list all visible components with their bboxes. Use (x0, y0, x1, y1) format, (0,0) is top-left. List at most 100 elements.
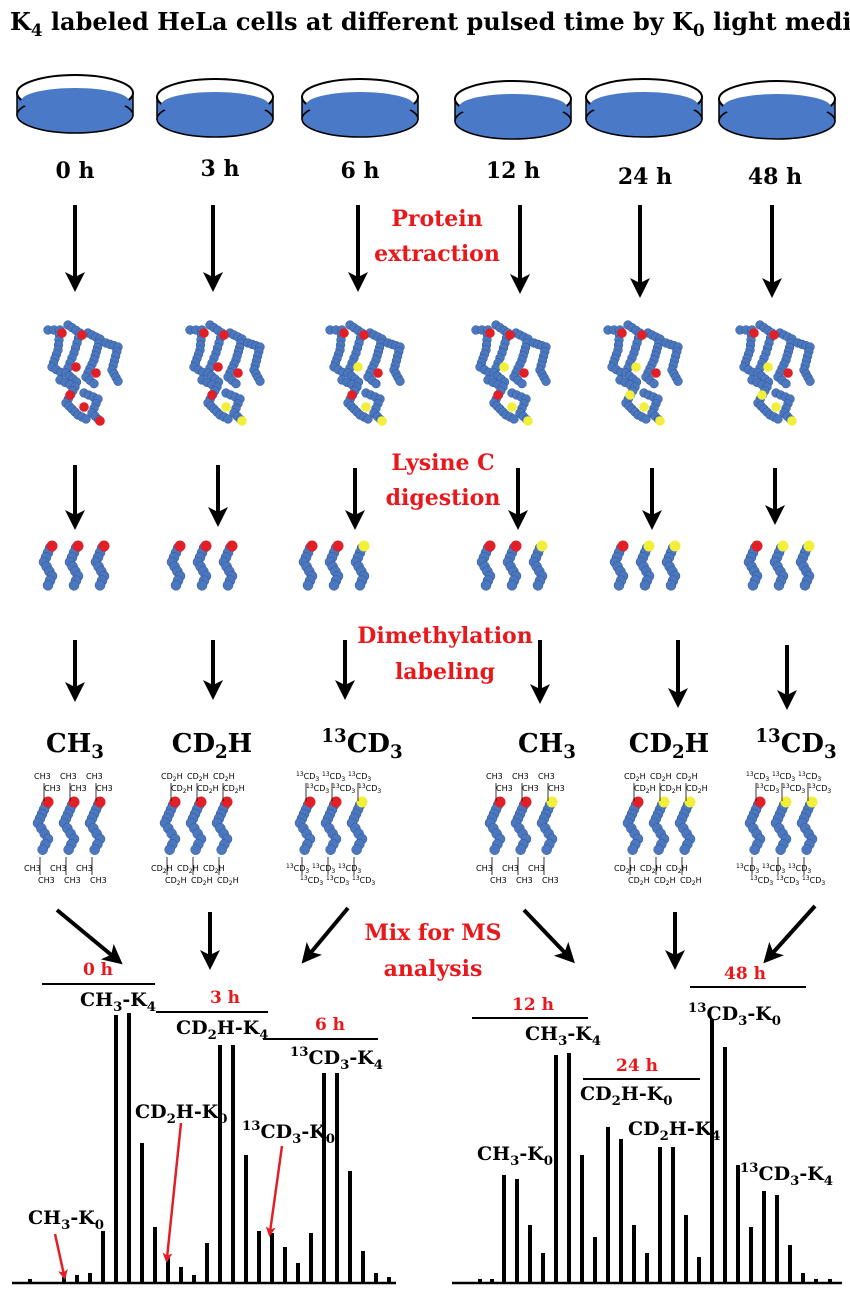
light-lysine-dot (356, 796, 368, 808)
reagent-labels: CH3 CD2H 13CD3 CH3 CD2H 13CD3 (46, 726, 837, 763)
light-lysine-dot (237, 416, 247, 426)
light-lysine-dot (361, 402, 371, 412)
dimethyl-tag: 13CD3 (798, 771, 821, 783)
ms-peak (101, 1231, 105, 1283)
ms-peak (801, 1273, 805, 1283)
heavy-lysine-dot (617, 328, 627, 338)
dimethyl-tag: CD2H (171, 784, 193, 795)
dimethyl-tag: 13CD3 (782, 783, 805, 795)
ms-peak (632, 1225, 636, 1283)
peak-label-ch3-k4: CH3-K4 (80, 989, 156, 1015)
ms-peak (762, 1191, 766, 1283)
heavy-lysine-dot (68, 796, 80, 808)
heavy-lysine-dot (373, 368, 383, 378)
reagent-label: CH3 (46, 729, 104, 763)
ms-peak (502, 1175, 506, 1283)
mix-arrows (55, 904, 817, 970)
petri-dish (585, 78, 703, 138)
ms-peak (606, 1127, 610, 1283)
time-label: 0 h (56, 158, 95, 184)
heavy-lysine-dot (347, 390, 357, 400)
dimethyl-tag: CH3 (90, 876, 107, 885)
ms-peak (567, 1053, 571, 1283)
ms-peak (218, 1045, 222, 1283)
heavy-lysine-dot (174, 540, 186, 552)
light-lysine-dot (658, 796, 670, 808)
petri-dish (454, 80, 572, 140)
ms-peak (335, 1073, 339, 1283)
ms-peak (322, 1073, 326, 1283)
dimethyl-tag: 13CD3 (326, 875, 349, 887)
light-lysine-dot (777, 540, 789, 552)
light-lysine-dot (523, 416, 533, 426)
ms-peak (387, 1277, 391, 1283)
spectrum-header-12h: 12 h (512, 995, 554, 1015)
dimethyl-tag: 13CD3 (756, 783, 779, 795)
dimethyl-tag: 13CD3 (312, 863, 335, 875)
ms-peak (515, 1179, 519, 1283)
ms-peak (697, 1257, 701, 1283)
ms-peak (114, 1015, 118, 1283)
dimethyl-tag: 13CD3 (348, 771, 371, 783)
ms-peak (528, 1225, 532, 1283)
dimethyl-tag: 13CD3 (286, 863, 309, 875)
light-lysine-dot (499, 362, 509, 372)
dimethyl-tag: 13CD3 (746, 771, 769, 783)
ms-peak (296, 1263, 300, 1283)
dimethyl-tag: 13CD3 (300, 875, 323, 887)
dimethyl-tag: CD2H (624, 772, 646, 783)
dimethyl-tag: CH3 (24, 864, 41, 873)
peptide-group (298, 540, 370, 591)
heavy-lysine-dot (484, 540, 496, 552)
light-lysine-dot (353, 362, 363, 372)
labeled-peptide-groups: CH3CH3CH3CH3CH3CH3CH3CH3CH3CH3CH3CH3CD2H… (24, 771, 831, 887)
heavy-lysine-dot (226, 540, 238, 552)
dimethyl-tag: CH3 (76, 864, 93, 873)
heavy-lysine-dot (505, 330, 515, 340)
left-spectrum-headers: 0 h 3 h 6 h CH3-K4 CD2H-K4 13CD3-K4 CD2H… (28, 960, 383, 1280)
labeled-peptide-group: 13CD313CD313CD313CD313CD313CD313CD313CD3… (286, 771, 381, 887)
peptide-group (743, 540, 815, 591)
dimethyl-tag: CH3 (502, 864, 519, 873)
peak-label-cd2h-k0: CD2H-K0 (135, 1101, 228, 1127)
labeled-peptide-group: CD2HCD2HCD2HCD2HCD2HCD2HCD2HCD2HCD2HCD2H… (614, 772, 708, 887)
dimethyl-tag: CH3 (96, 784, 113, 793)
dimethyl-tag: CH3 (50, 864, 67, 873)
ms-peak (88, 1273, 92, 1283)
dimethyl-tag: 13CD3 (338, 863, 361, 875)
ms-peak (814, 1279, 818, 1283)
light-lysine-dot (684, 796, 696, 808)
light-lysine-dot (806, 796, 818, 808)
light-lysine-dot (536, 540, 548, 552)
dimethyl-tag: 13CD3 (788, 863, 811, 875)
dimethyl-tag: CH3 (512, 772, 529, 781)
dimethyl-tag: 13CD3 (736, 863, 759, 875)
labeled-peptide-group: CD2HCD2HCD2HCD2HCD2HCD2HCD2HCD2HCD2HCD2H… (151, 772, 245, 887)
heavy-lysine-dot (769, 330, 779, 340)
protein-chain (325, 320, 405, 426)
ms-peak (231, 1045, 235, 1283)
dimethyl-tag: 13CD3 (802, 875, 825, 887)
culture-dishes (16, 74, 836, 140)
ms-spectrum-right (452, 1019, 842, 1285)
dimethyl-tag: 13CD3 (296, 771, 319, 783)
light-lysine-dot (546, 796, 558, 808)
peak-label-13cd3-k4: 13CD3-K4 (740, 1161, 833, 1189)
heavy-lysine-dot (330, 796, 342, 808)
heavy-lysine-dot (65, 390, 75, 400)
protein-chain (471, 320, 551, 426)
ms-spectrum-left (12, 1013, 396, 1285)
heavy-lysine-dot (494, 796, 506, 808)
time-label: 6 h (341, 158, 380, 184)
peak-label-13cd3-k0: 13CD3-K0 (242, 1119, 335, 1147)
heavy-lysine-dot (95, 416, 105, 426)
protein-chains (43, 320, 815, 426)
reagent-label: 13CD3 (755, 726, 836, 763)
dimethyl-tag: CH3 (522, 784, 539, 793)
dimethyl-tag: CH3 (70, 784, 87, 793)
spectrum-header-24h: 24 h (616, 1056, 658, 1076)
red-pointer-arrow (53, 1233, 68, 1280)
light-lysine-dot (803, 540, 815, 552)
